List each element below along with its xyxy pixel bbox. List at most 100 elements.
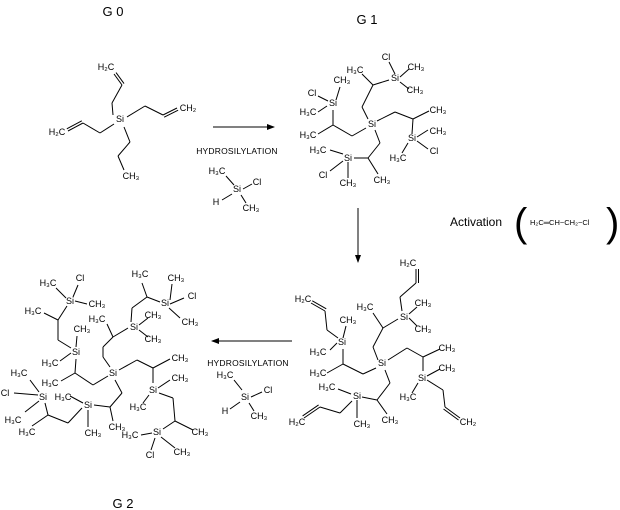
single-bond <box>140 432 153 436</box>
single-bond <box>114 379 123 394</box>
single-bond <box>24 400 40 413</box>
atom-label: H₃C <box>310 368 327 378</box>
atom-label: H₃C <box>40 278 57 288</box>
single-bond <box>55 287 67 299</box>
single-bond <box>240 194 247 204</box>
atom-label: CH₃ <box>430 126 447 136</box>
single-bond <box>426 379 444 391</box>
atom-label: H₂C <box>289 417 306 427</box>
single-bond <box>416 140 429 150</box>
single-bond <box>29 379 40 393</box>
atom-label: H₂C <box>98 62 115 72</box>
atom-label: H₃C <box>400 392 417 402</box>
atom-label: CH₃ <box>243 203 260 213</box>
single-bond <box>69 395 84 404</box>
double-bond <box>115 72 125 84</box>
atom-label: Si <box>109 368 117 378</box>
single-bond <box>136 359 154 369</box>
single-bond <box>326 363 344 374</box>
single-bond <box>31 414 49 427</box>
single-bond <box>169 297 185 305</box>
hydrosilylation-label-step1: HYDROSILYLATION <box>196 146 278 156</box>
single-bond <box>388 61 396 75</box>
single-bond <box>339 400 353 414</box>
atom-label: H₃C <box>25 306 42 316</box>
atom-label: Si <box>344 153 352 163</box>
single-bond <box>221 193 233 201</box>
single-bond <box>92 375 109 386</box>
atom-label: CH₃ <box>182 317 199 327</box>
atom-label: Si <box>338 337 346 347</box>
generation-0-label: G 0 <box>103 4 124 19</box>
atom-label: Cl <box>146 450 155 460</box>
single-bond <box>326 329 339 339</box>
atom-label: Cl <box>76 273 85 283</box>
single-bond <box>67 407 83 424</box>
atom-label: H₃C <box>11 368 28 378</box>
atom-label: Cl <box>264 385 273 395</box>
single-bond <box>351 127 367 137</box>
single-bond <box>324 310 328 331</box>
atom-label: Cl <box>1 388 10 398</box>
atom-label: H₃C <box>5 415 22 425</box>
atom-label: CH₃ <box>340 315 357 325</box>
single-bond <box>408 317 418 327</box>
single-bond <box>248 402 255 412</box>
single-bond <box>376 382 391 401</box>
single-bond <box>126 105 146 118</box>
atom-label: CH₃ <box>85 428 102 438</box>
single-bond <box>59 352 72 362</box>
single-bond <box>174 420 194 431</box>
atom-label: H₂C <box>295 294 312 304</box>
single-bond <box>74 372 94 386</box>
atom-label: Si <box>353 391 361 401</box>
paren-open: ( <box>514 201 528 245</box>
atom-label: CH₃ <box>334 75 351 85</box>
atom-label: CH₃ <box>145 334 162 344</box>
atom-label: Si <box>84 400 92 410</box>
single-bond <box>75 335 78 348</box>
single-bond <box>329 149 344 155</box>
atom-label: H <box>222 406 229 416</box>
atom-label: H₃C <box>132 269 149 279</box>
single-bond <box>138 317 149 326</box>
single-bond <box>111 102 114 116</box>
atom-label: Si <box>408 133 416 143</box>
double-bond <box>163 109 179 118</box>
single-bond <box>111 84 123 104</box>
atom-label: Si <box>418 373 426 383</box>
atom-label: H₃C <box>319 382 336 392</box>
atom-label: CH₃ <box>172 353 189 363</box>
generation-1-label: G 1 <box>357 12 378 27</box>
atom-label: CH₃ <box>174 447 191 457</box>
single-bond <box>225 175 235 186</box>
single-bond <box>319 406 341 414</box>
single-bond <box>362 367 377 375</box>
atom-label: CH₃ <box>415 298 432 308</box>
single-bond <box>158 392 174 399</box>
single-bond <box>169 283 173 301</box>
single-bond <box>144 105 164 116</box>
single-bond <box>372 79 390 86</box>
atom-label: CH₃ <box>415 324 432 334</box>
atom-label: Si <box>391 73 399 83</box>
single-bond <box>168 307 181 319</box>
atom-label: CH₃ <box>251 411 268 421</box>
atom-label: CH₃ <box>408 62 425 72</box>
single-bond <box>229 401 241 410</box>
single-bond <box>102 336 114 348</box>
single-bond <box>13 392 39 396</box>
single-bond <box>117 155 125 171</box>
single-bond <box>102 356 111 368</box>
single-bond <box>361 396 378 401</box>
single-bond <box>382 318 399 329</box>
atom-label: H₃C <box>122 430 139 440</box>
single-bond <box>372 346 379 361</box>
single-bond <box>233 379 243 391</box>
single-bond <box>422 348 441 358</box>
